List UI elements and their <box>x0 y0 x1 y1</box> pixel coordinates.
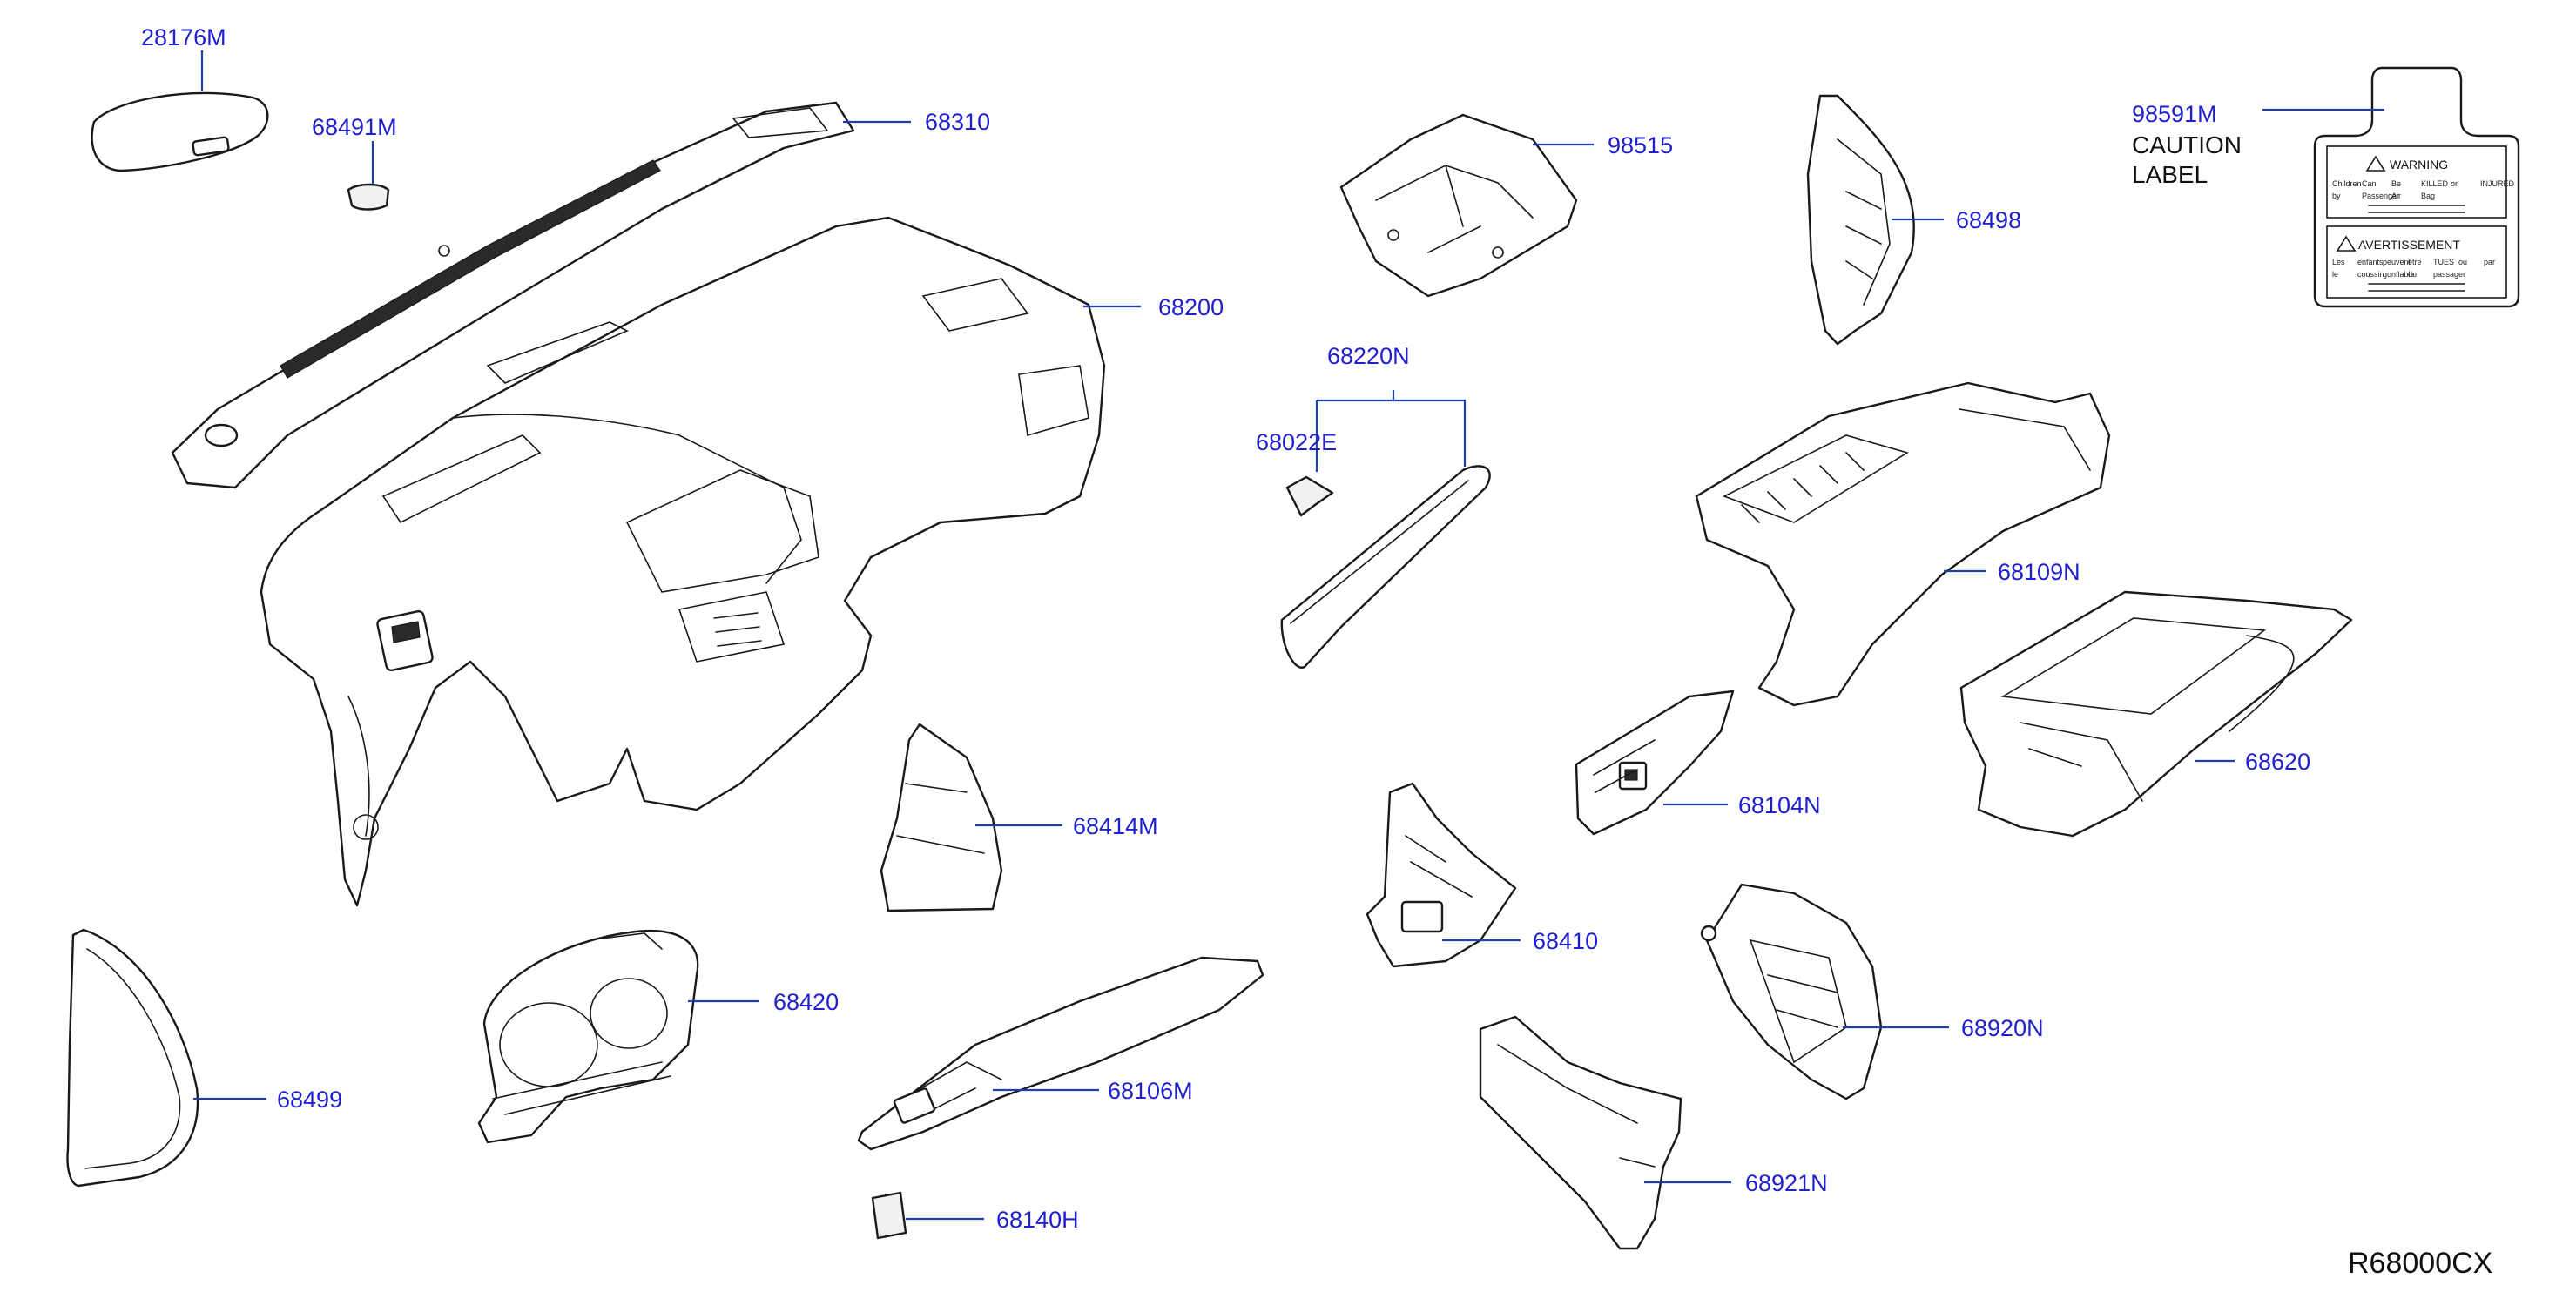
callout-68498: 68498 <box>1956 207 2021 233</box>
part-68498-drawing <box>1806 94 1915 346</box>
warning-word: Be <box>2391 179 2401 188</box>
callout-68220N: 68220N <box>1327 343 1410 369</box>
part-68104N-drawing <box>1575 690 1735 836</box>
warning-word: Air <box>2391 192 2401 200</box>
callout-68499: 68499 <box>277 1087 342 1113</box>
avertissement-word: le <box>2332 270 2338 279</box>
callout-68310: 68310 <box>925 109 990 135</box>
part-68420-drawing <box>477 929 699 1144</box>
warning-word: Children <box>2332 179 2362 188</box>
caution-label-line2: LABEL <box>2132 161 2208 188</box>
avertissement-word: coussin <box>2357 270 2384 279</box>
callout-68200: 68200 <box>1158 294 1224 320</box>
avertissement-word: Les <box>2332 258 2345 266</box>
avertissement-word: par <box>2484 258 2495 266</box>
part-68499-drawing <box>66 928 199 1188</box>
warning-word: INJURED <box>2480 179 2515 188</box>
callout-68140H: 68140H <box>996 1207 1079 1233</box>
warning-word: KILLED <box>2421 179 2449 188</box>
callout-68022E: 68022E <box>1256 429 1337 455</box>
warning-word: Bag <box>2421 192 2435 200</box>
avertissement-word: peuvent <box>2383 258 2411 266</box>
part-68022E-drawing <box>1285 475 1334 517</box>
callout-68920N: 68920N <box>1961 1015 2044 1041</box>
caution-label-line1: CAUTION <box>2132 131 2242 158</box>
part-68491M-drawing <box>347 183 390 211</box>
leader-lines <box>193 50 2384 1221</box>
warning-word: Can <box>2362 179 2377 188</box>
warning-word: or <box>2451 179 2458 188</box>
part-68410-drawing <box>1366 782 1517 968</box>
callout-68620: 68620 <box>2245 749 2310 775</box>
warning-word: by <box>2332 192 2341 200</box>
avertissement-word: enfants <box>2357 258 2384 266</box>
part-68140H-drawing <box>871 1191 907 1240</box>
part-98515-drawing <box>1339 113 1578 298</box>
callout-68420: 68420 <box>773 989 839 1015</box>
callout-68921N: 68921N <box>1745 1170 1828 1196</box>
drawing-id: R68000CX <box>2348 1247 2492 1280</box>
part-68200-drawing <box>260 216 1106 907</box>
callout-68414M: 68414M <box>1073 813 1158 839</box>
callout-68104N: 68104N <box>1738 792 1821 818</box>
callout-68491M: 68491M <box>312 114 397 140</box>
part-68310-drawing <box>171 101 855 489</box>
callout-98515: 98515 <box>1608 132 1673 158</box>
warning-word: Passenger <box>2362 192 2399 200</box>
caution-label-avertissement-heading: AVERTISSEMENT <box>2358 238 2460 252</box>
avertissement-word: ou <box>2458 258 2467 266</box>
avertissement-word: TUES <box>2433 258 2454 266</box>
callout-labels: 28176M 68491M 68310 68200 98515 68498 98… <box>141 24 2492 1280</box>
part-68921N-drawing <box>1479 1015 1682 1250</box>
part-28176M-drawing <box>91 91 269 172</box>
callout-28176M: 28176M <box>141 24 226 50</box>
callout-68410: 68410 <box>1533 928 1598 954</box>
callout-68109N: 68109N <box>1998 559 2080 585</box>
part-68109N-drawing <box>1695 381 2111 707</box>
part-68920N-drawing <box>1700 883 1883 1100</box>
part-68106M-drawing <box>857 956 1264 1151</box>
part-68620-drawing <box>1959 590 2353 838</box>
part-68220N-drawing <box>1280 465 1491 669</box>
avertissement-word: etre <box>2408 258 2422 266</box>
avertissement-word: gonflable <box>2383 270 2415 279</box>
callout-98591M: 98591M <box>2132 101 2217 127</box>
caution-label-warning-heading: WARNING <box>2390 158 2448 172</box>
callout-68106M: 68106M <box>1108 1078 1193 1104</box>
avertissement-word: passager <box>2433 270 2465 279</box>
avertissement-word: du <box>2408 270 2417 279</box>
part-68414M-drawing <box>880 723 1003 912</box>
